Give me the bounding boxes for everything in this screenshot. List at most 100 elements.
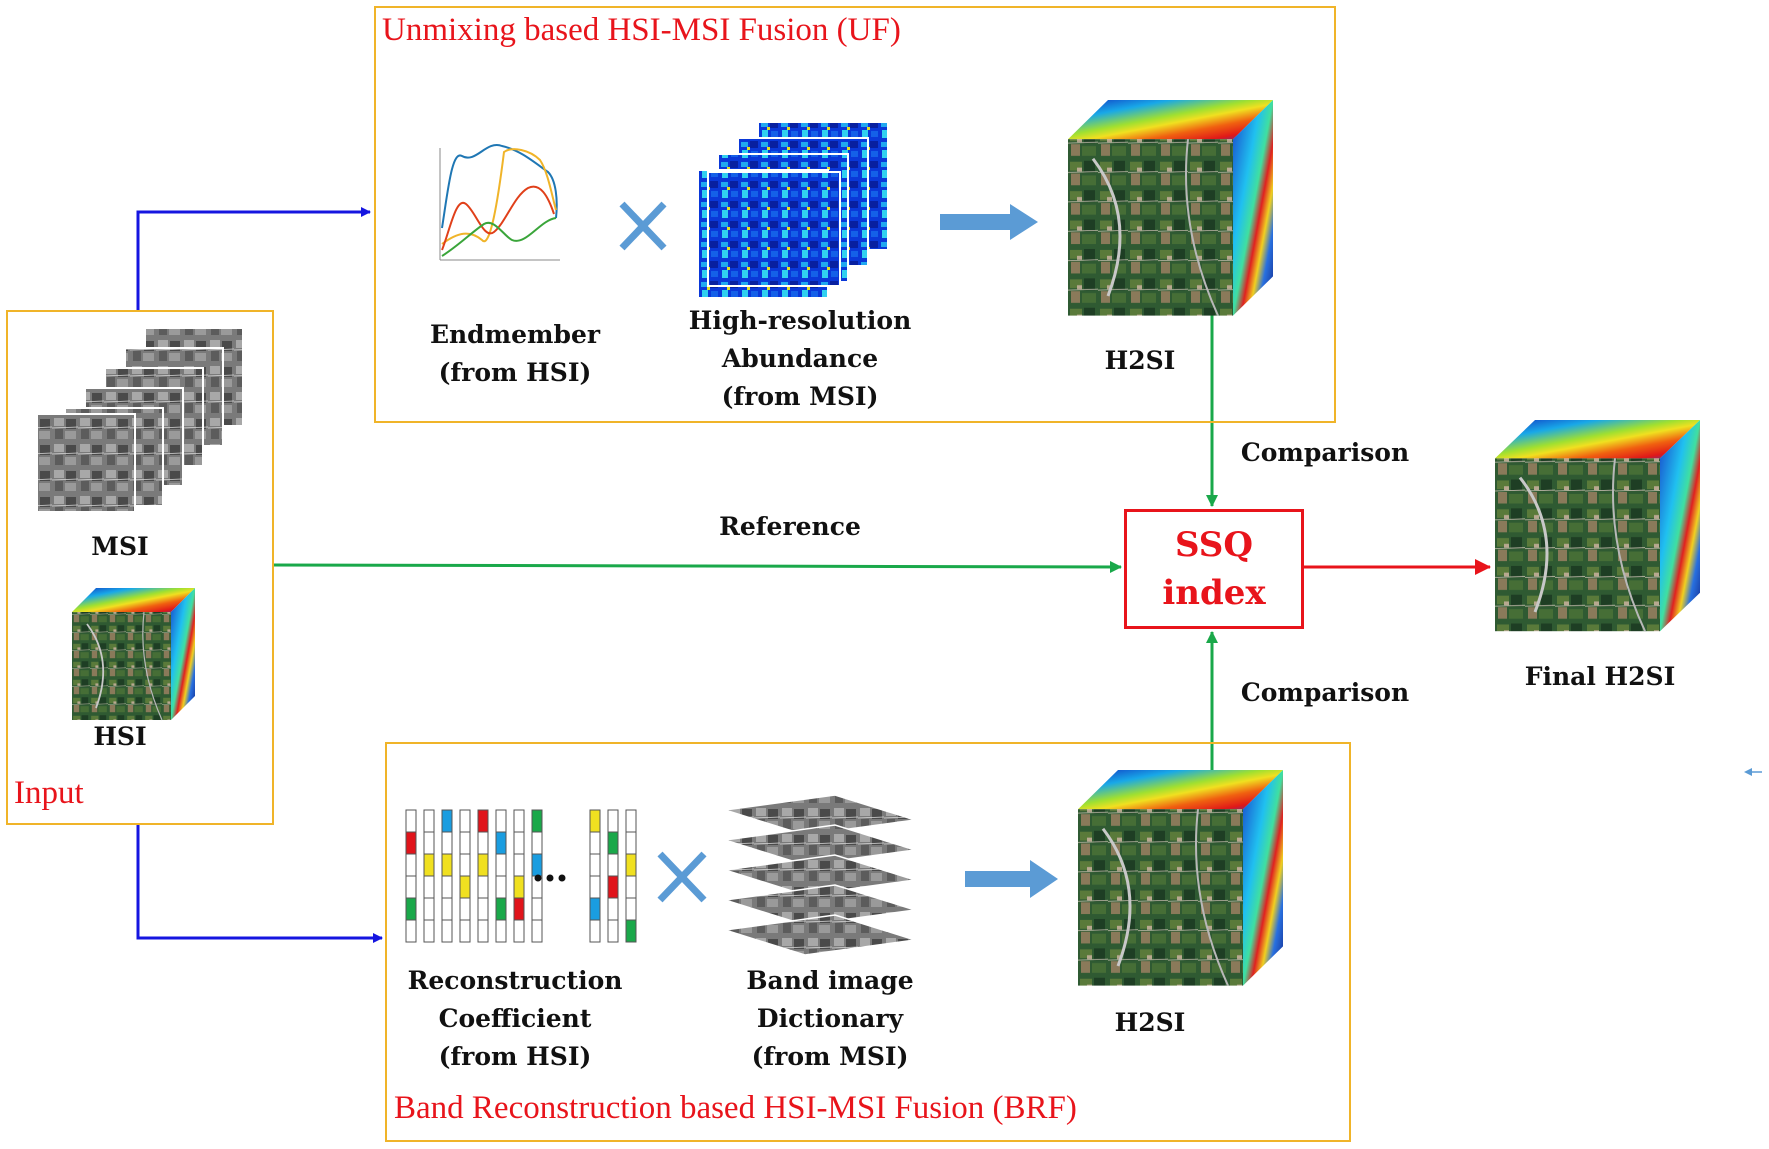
coefficient-cell xyxy=(589,809,601,833)
coefficient-cell xyxy=(477,875,489,899)
dictionary-label: Band image Dictionary (from MSI) xyxy=(746,966,914,1071)
coefficient-column xyxy=(459,809,471,943)
coefficient-cell xyxy=(423,809,435,833)
coefficient-cell xyxy=(441,875,453,899)
brf-h2si-label: H2SI xyxy=(1114,1008,1186,1037)
coefficient-cell xyxy=(405,919,417,943)
coefficient-cell xyxy=(477,897,489,921)
hsi-label: HSI xyxy=(93,722,147,751)
brf-box xyxy=(385,742,1351,1142)
ssq-index-box: SSQ index xyxy=(1124,509,1304,629)
coefficient-cell xyxy=(607,853,619,877)
comparison-top-label: Comparison xyxy=(1240,438,1410,467)
coefficient-cell xyxy=(607,831,619,855)
coefficient-cell xyxy=(477,853,489,877)
coefficient-cell xyxy=(625,897,637,921)
coefficient-cell xyxy=(589,875,601,899)
coefficient-cell xyxy=(625,853,637,877)
brf-title: Band Reconstruction based HSI-MSI Fusion… xyxy=(394,1090,1077,1126)
coefficient-cell xyxy=(495,809,507,833)
msi-label: MSI xyxy=(91,532,149,561)
coefficient-cell xyxy=(459,875,471,899)
coefficient-cell xyxy=(405,809,417,833)
uf-h2si-cube xyxy=(1066,98,1275,318)
coefficient-cell xyxy=(607,875,619,899)
coefficient-column xyxy=(495,809,507,943)
uf-h2si-label: H2SI xyxy=(1104,346,1176,375)
coefficient-columns xyxy=(405,809,637,943)
coefficient-cell xyxy=(459,897,471,921)
coefficient-cell xyxy=(513,809,525,833)
coefficient-label: Reconstruction Coefficient (from HSI) xyxy=(407,966,623,1071)
coefficient-column xyxy=(405,809,417,943)
final-h2si-label: Final H2SI xyxy=(1524,662,1676,691)
coefficient-cell xyxy=(531,809,543,833)
reference-label: Reference xyxy=(719,512,861,541)
coefficient-cell xyxy=(495,919,507,943)
coefficient-cell xyxy=(423,831,435,855)
final-h2si-cube xyxy=(1493,418,1702,633)
coefficient-cell xyxy=(423,897,435,921)
fat-arrow-brf xyxy=(965,860,1058,898)
coefficient-cell xyxy=(513,897,525,921)
coefficient-cell xyxy=(495,831,507,855)
coefficient-cell xyxy=(625,831,637,855)
coefficient-cell xyxy=(589,831,601,855)
input-box xyxy=(6,310,274,825)
coefficient-cell xyxy=(607,809,619,833)
coefficient-cell xyxy=(423,875,435,899)
uf-box xyxy=(374,6,1336,423)
coefficient-cell xyxy=(495,897,507,921)
coefficient-cell xyxy=(531,831,543,855)
arrow-input-to-uf xyxy=(136,207,371,310)
multiply-icon-uf xyxy=(619,201,667,251)
coefficient-column xyxy=(625,809,637,943)
endmember-plot xyxy=(439,144,560,261)
coefficient-column xyxy=(607,809,619,943)
coefficient-column xyxy=(423,809,435,943)
coefficient-cell xyxy=(459,853,471,877)
coefficient-cell xyxy=(405,897,417,921)
ellipsis-dots xyxy=(534,874,566,882)
uf-title: Unmixing based HSI-MSI Fusion (UF) xyxy=(382,12,901,48)
coefficient-cell xyxy=(459,809,471,833)
coefficient-column xyxy=(589,809,601,943)
coefficient-cell xyxy=(477,919,489,943)
coefficient-column xyxy=(513,809,525,943)
coefficient-cell xyxy=(607,897,619,921)
msi-image-stack xyxy=(36,327,244,513)
coefficient-cell xyxy=(441,897,453,921)
stray-arrow-mark xyxy=(1744,768,1762,776)
coefficient-cell xyxy=(607,919,619,943)
coefficient-cell xyxy=(513,853,525,877)
endmember-label: Endmember (from HSI) xyxy=(429,320,601,387)
fat-arrow-uf xyxy=(940,204,1038,240)
coefficient-cell xyxy=(423,853,435,877)
comparison-bottom-label: Comparison xyxy=(1240,678,1410,707)
coefficient-cell xyxy=(405,831,417,855)
hsi-cube xyxy=(71,587,196,721)
coefficient-cell xyxy=(625,875,637,899)
coefficient-cell xyxy=(513,919,525,943)
ssq-index-label: SSQ index xyxy=(1162,525,1266,613)
coefficient-cell xyxy=(423,919,435,943)
coefficient-cell xyxy=(531,897,543,921)
coefficient-cell xyxy=(405,875,417,899)
coefficient-cell xyxy=(495,875,507,899)
coefficient-cell xyxy=(459,919,471,943)
coefficient-column xyxy=(441,809,453,943)
multiply-icon-brf xyxy=(657,851,707,903)
coefficient-cell xyxy=(459,831,471,855)
input-title: Input xyxy=(14,775,84,811)
coefficient-cell xyxy=(495,853,507,877)
coefficient-cell xyxy=(405,853,417,877)
coefficient-column xyxy=(477,809,489,943)
abundance-label: High-resolution Abundance (from MSI) xyxy=(688,306,912,411)
arrow-input-to-brf xyxy=(136,825,383,943)
coefficient-cell xyxy=(589,853,601,877)
coefficient-cell xyxy=(625,809,637,833)
abundance-image-stack xyxy=(697,121,889,299)
coefficient-cell xyxy=(513,875,525,899)
